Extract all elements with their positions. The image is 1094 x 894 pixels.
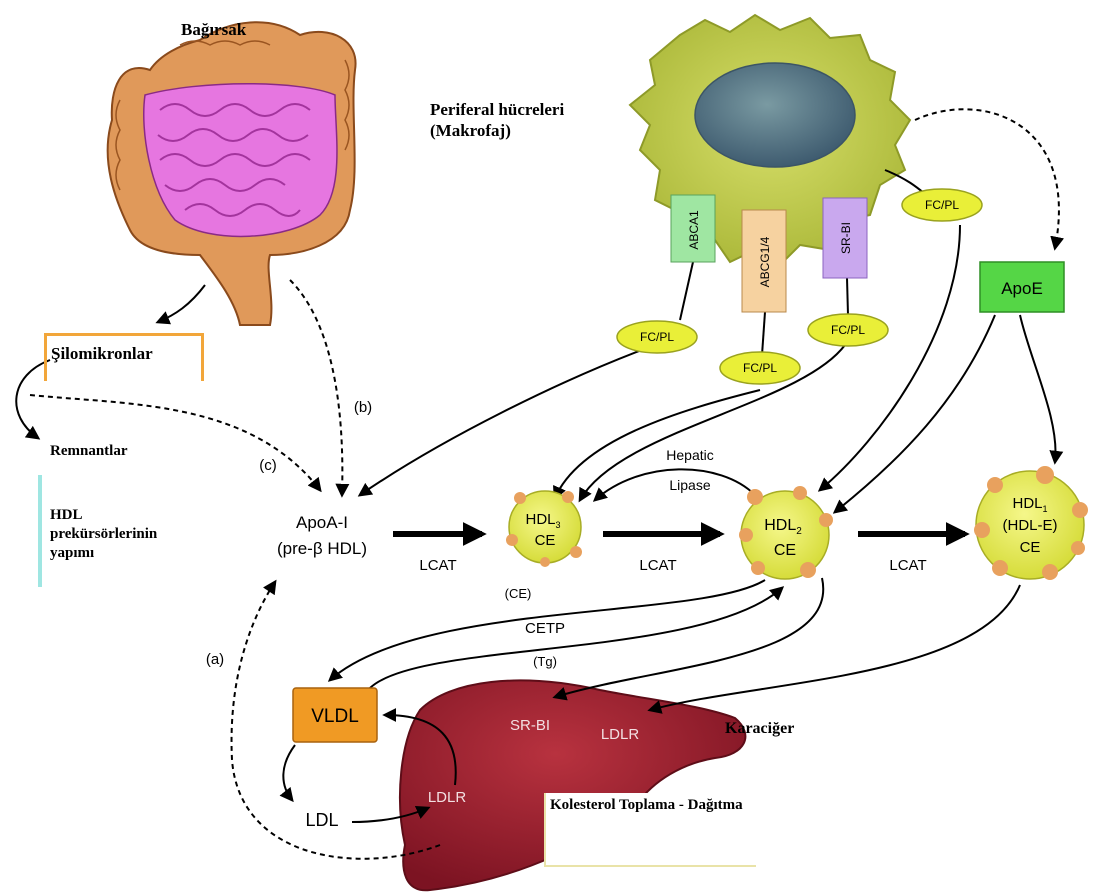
connector-abcg — [762, 312, 765, 355]
hdl2-subscript: 2 — [796, 526, 802, 537]
hdl1-ce: CE — [1020, 539, 1041, 556]
path-b-label: (b) — [354, 399, 372, 416]
arrow-cetp-tg — [370, 588, 782, 688]
cholesterol-box-label: Kolesterol Toplama - Dağıtma — [550, 797, 743, 814]
hdl2-particle: HDL2 CE — [739, 486, 833, 579]
fcpl-2: FC/PL — [720, 352, 800, 384]
hdl3-subscript: 3 — [556, 520, 561, 530]
hepatic-lipase-line2: Lipase — [669, 477, 710, 493]
srbi-label: SR-BI — [839, 222, 853, 254]
chylomicrons-box: Şilomikronlar — [44, 333, 204, 381]
apoai-prebeta: (pre-β HDL) — [277, 539, 367, 558]
liver-ldlr-label-1: LDLR — [601, 726, 640, 743]
peripheral-cells-label: Periferal hücreleri — [430, 100, 564, 120]
hdl1-label: HDL — [1012, 495, 1042, 512]
intestine-label: Bağırsak — [181, 20, 246, 40]
vldl-label: VLDL — [311, 706, 359, 727]
vldl-box: VLDL — [293, 688, 377, 742]
abca1-label: ABCA1 — [687, 210, 701, 250]
connector-srbi — [847, 278, 848, 315]
fcpl-3-label: FC/PL — [831, 323, 865, 337]
fcpl-3: FC/PL — [808, 314, 888, 346]
hdl1-particle: HDL1 (HDL-E) CE — [974, 466, 1088, 580]
arrow-fcpl3-hdl3 — [580, 345, 845, 500]
hdl1-subscript: 1 — [1043, 504, 1048, 514]
svg-text:HDL1: HDL1 — [1012, 495, 1047, 514]
hdl-precursor-line3: yapımı — [50, 545, 94, 562]
transporter-srbi: SR-BI — [823, 198, 867, 278]
chylomicrons-label: Şilomikronlar — [51, 344, 153, 364]
intestine-illustration — [108, 22, 356, 325]
arrow-b-intestine-apoai — [290, 280, 342, 495]
hdl-precursor-note — [38, 475, 42, 587]
lcat-label-3: LCAT — [889, 557, 926, 574]
hdl2-ce: CE — [774, 542, 796, 559]
arrow-vldl-ldl — [283, 745, 295, 800]
apoe-label: ApoE — [1001, 279, 1043, 298]
ldl-label: LDL — [305, 810, 338, 830]
remnants-label: Remnantlar — [50, 443, 128, 460]
hdl3-ce: CE — [535, 532, 556, 549]
connector-abca1 — [680, 262, 693, 320]
tg-transfer-label: (Tg) — [533, 654, 557, 669]
fcpl-2-label: FC/PL — [743, 361, 777, 375]
cetp-label: CETP — [525, 620, 565, 637]
arrow-fcpl2-hdl3 — [555, 390, 760, 498]
arrow-fcpl-apoai — [360, 345, 655, 495]
hdl1-hdle: (HDL-E) — [1003, 517, 1058, 534]
transporter-abcg14: ABCG1/4 — [742, 210, 786, 312]
transporter-abca1: ABCA1 — [671, 195, 715, 262]
arrow-intestine-chylomicrons — [158, 285, 205, 322]
hdl3-particle: HDL3 CE — [506, 491, 582, 567]
liver-srbi-label: SR-BI — [510, 717, 550, 734]
hdl3-label: HDL — [525, 511, 555, 528]
hdl2-label: HDL — [764, 517, 796, 534]
liver-label: Karaciğer — [725, 720, 794, 738]
svg-text:HDL3: HDL3 — [525, 511, 560, 530]
arrow-cell-apoe — [915, 109, 1059, 248]
apoai-label: ApoA-I — [296, 513, 348, 532]
hdl-precursor-line1: HDL — [50, 507, 83, 524]
arrow-apoe-hdl1 — [1020, 315, 1056, 462]
macrophage-label: (Makrofaj) — [430, 121, 511, 141]
fcpl-4: FC/PL — [902, 189, 982, 221]
fcpl-1-label: FC/PL — [640, 330, 674, 344]
cholesterol-box: Kolesterol Toplama - Dağıtma — [544, 793, 756, 867]
arrow-hdl2-liver — [555, 578, 823, 697]
path-a-label: (a) — [206, 651, 224, 668]
liver-ldlr-label-2: LDLR — [428, 789, 467, 806]
arrow-hdl1-liver — [650, 585, 1020, 710]
abcg14-label: ABCG1/4 — [758, 236, 772, 287]
lcat-label-1: LCAT — [419, 557, 456, 574]
hdl-precursor-line2: prekürsörlerinin — [50, 526, 157, 543]
fcpl-1: FC/PL — [617, 321, 697, 353]
nucleus — [695, 63, 855, 167]
path-c-label: (c) — [259, 457, 277, 474]
ce-transfer-label: (CE) — [505, 586, 532, 601]
apoe-box: ApoE — [980, 262, 1064, 312]
hepatic-lipase-line1: Hepatic — [666, 447, 713, 463]
fcpl-4-label: FC/PL — [925, 198, 959, 212]
lcat-label-2: LCAT — [639, 557, 676, 574]
